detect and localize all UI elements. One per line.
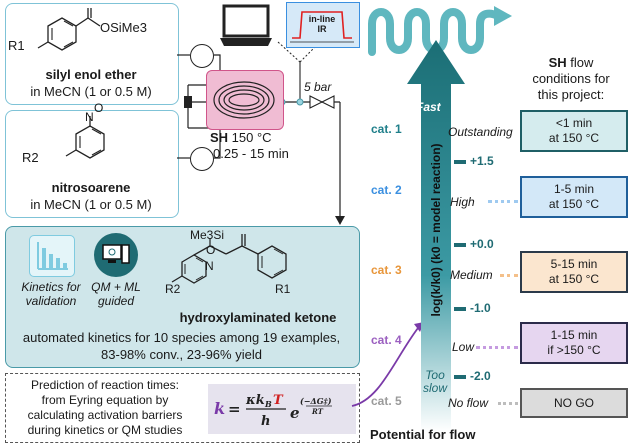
cat-3-cond-1: 5-15 min <box>550 257 598 271</box>
cat-3-cond-2: at 150 °C <box>548 272 600 286</box>
cat-2-cond-2: at 150 °C <box>548 197 600 211</box>
feed2-r2-label: R2 <box>22 150 39 165</box>
cat-1-cond-1: <1 min <box>555 116 593 130</box>
cat-2-potential: High <box>450 195 475 209</box>
prediction-line3: calculating activation barriers <box>27 408 183 422</box>
svg-text:T: T <box>273 393 284 408</box>
cat-3-connector <box>500 274 518 277</box>
eyring-equation: k = κk B T h e (−ΔG‡) RT <box>214 393 332 429</box>
prediction-line1: Prediction of reaction times: <box>30 378 180 392</box>
svg-text:B: B <box>264 399 272 409</box>
pump-2-icon <box>190 147 214 171</box>
cat-2-connector <box>488 200 518 203</box>
cat-2-condition-box: 1-5 min at 150 °C <box>520 176 628 218</box>
inline-ir-box <box>286 2 360 48</box>
cat-4-condition-box: 1-15 min if >150 °C <box>520 322 628 364</box>
cat-3-potential: Medium <box>450 268 493 282</box>
cat-4-connector <box>476 346 518 349</box>
product-summary-1: automated kinetics for 10 species among … <box>22 330 341 345</box>
svg-text:e: e <box>290 404 300 422</box>
fast-label: Fast <box>416 100 441 114</box>
ir-signal-icon <box>290 11 354 43</box>
cat-3-condition-box: 5-15 min at 150 °C <box>520 251 628 293</box>
cat-1-condition-box: <1 min at 150 °C <box>520 110 628 152</box>
svg-text:h: h <box>261 414 270 429</box>
feed2-o-atom: O <box>94 101 104 115</box>
tick-mark-4 <box>454 375 466 379</box>
tick-mark-2 <box>454 243 466 247</box>
nitrosoarene-structure <box>65 116 105 159</box>
feed1-r1-label: R1 <box>8 38 25 53</box>
svg-text:RT: RT <box>311 407 324 416</box>
kinetics-chart-icon <box>29 235 75 277</box>
cat-5-label: cat. 5 <box>371 394 402 408</box>
cat-4-cond-2: if >150 °C <box>547 343 601 357</box>
reactor-label: SH 150 °C <box>210 130 272 145</box>
feed2-solvent: in MeCN (1 or 0.5 M) <box>30 197 152 212</box>
qm-computer-icon <box>94 233 138 277</box>
product-o-atom: O <box>206 243 216 257</box>
prediction-box <box>5 373 360 443</box>
feed-nitrosoarene-box <box>5 110 179 218</box>
tick-label-3: -1.0 <box>470 301 491 315</box>
product-r2-label: R2 <box>165 282 181 296</box>
feed2-title: nitrosoarene <box>51 180 131 195</box>
qm-label-1: QM + ML <box>91 280 141 294</box>
cat-5-condition-box: NO GO <box>520 388 628 418</box>
cat-4-potential: Low <box>452 340 475 354</box>
silyl-enol-ether-structure <box>37 8 101 51</box>
feed1-title: silyl enol ether <box>45 67 137 82</box>
sh-header-2: conditions for <box>532 71 610 86</box>
feed1-solvent: in MeCN (1 or 0.5 M) <box>30 84 152 99</box>
tick-label-4: -2.0 <box>470 369 491 383</box>
cat-3-label: cat. 3 <box>371 263 402 277</box>
product-summary-2: 83-98% conv., 23-96% yield <box>101 347 262 362</box>
tick-mark-3 <box>454 307 466 311</box>
svg-text:κk: κk <box>245 393 265 408</box>
tick-label-2: +0.0 <box>470 237 494 251</box>
pump-1-icon <box>190 44 214 68</box>
product-r1-label: R1 <box>275 282 291 296</box>
cat-5-potential: No flow <box>448 396 489 410</box>
cat-1-label: cat. 1 <box>371 122 402 136</box>
cat-5-cond-1: NO GO <box>553 395 594 410</box>
reactor-coil-icon <box>213 81 275 119</box>
too-slow-label-1: Too <box>425 368 445 382</box>
feed2-n-atom: N <box>85 110 94 124</box>
reactor-time: 0.25 - 15 min <box>213 146 289 161</box>
cat-2-cond-1: 1-5 min <box>553 182 594 196</box>
too-slow-label-2: slow <box>422 381 447 395</box>
tick-label-1: +1.5 <box>470 154 494 168</box>
svg-text:=: = <box>228 400 241 418</box>
rate-scale-arrow <box>407 40 465 432</box>
cat-1-potential: Outstanding <box>448 125 513 139</box>
tick-mark-1 <box>454 160 466 164</box>
flow-setup-lines <box>177 41 345 225</box>
product-silyl: Me3Si <box>190 228 225 242</box>
sh-header-1: SH flow <box>548 55 594 70</box>
rate-axis-label: log(k/k0) (k0 = model reaction) <box>429 143 443 317</box>
svg-text:(−ΔG‡): (−ΔG‡) <box>300 396 332 406</box>
cat-1-cond-2: at 150 °C <box>548 131 600 145</box>
hydroxylaminated-ketone-structure <box>171 234 287 284</box>
ir-line1: in-line <box>308 14 336 24</box>
kinetics-label-1: Kinetics for <box>21 280 81 294</box>
prediction-line2: from Eyring equation by <box>41 393 169 407</box>
cat-2-label: cat. 2 <box>371 183 402 197</box>
cat-5-connector <box>498 402 518 405</box>
prediction-line4: during kinetics or QM studies <box>27 423 183 437</box>
cat-4-cond-1: 1-15 min <box>550 328 598 342</box>
kinetics-label-2: validation <box>25 294 77 308</box>
cat-4-label: cat. 4 <box>371 333 402 347</box>
product-n-atom: N <box>205 259 214 273</box>
computer-icon <box>220 4 272 46</box>
product-name: hydroxylaminated ketone <box>179 310 337 325</box>
potential-for-flow-title: Potential for flow <box>370 427 476 442</box>
ir-line2: IR <box>317 24 327 34</box>
sh-header-3: this project: <box>537 87 605 102</box>
qm-label-2: guided <box>97 294 135 308</box>
svg-text:k: k <box>214 399 225 418</box>
feed1-substituent: OSiMe3 <box>100 20 147 35</box>
pressure-label: 5 bar <box>304 80 332 94</box>
